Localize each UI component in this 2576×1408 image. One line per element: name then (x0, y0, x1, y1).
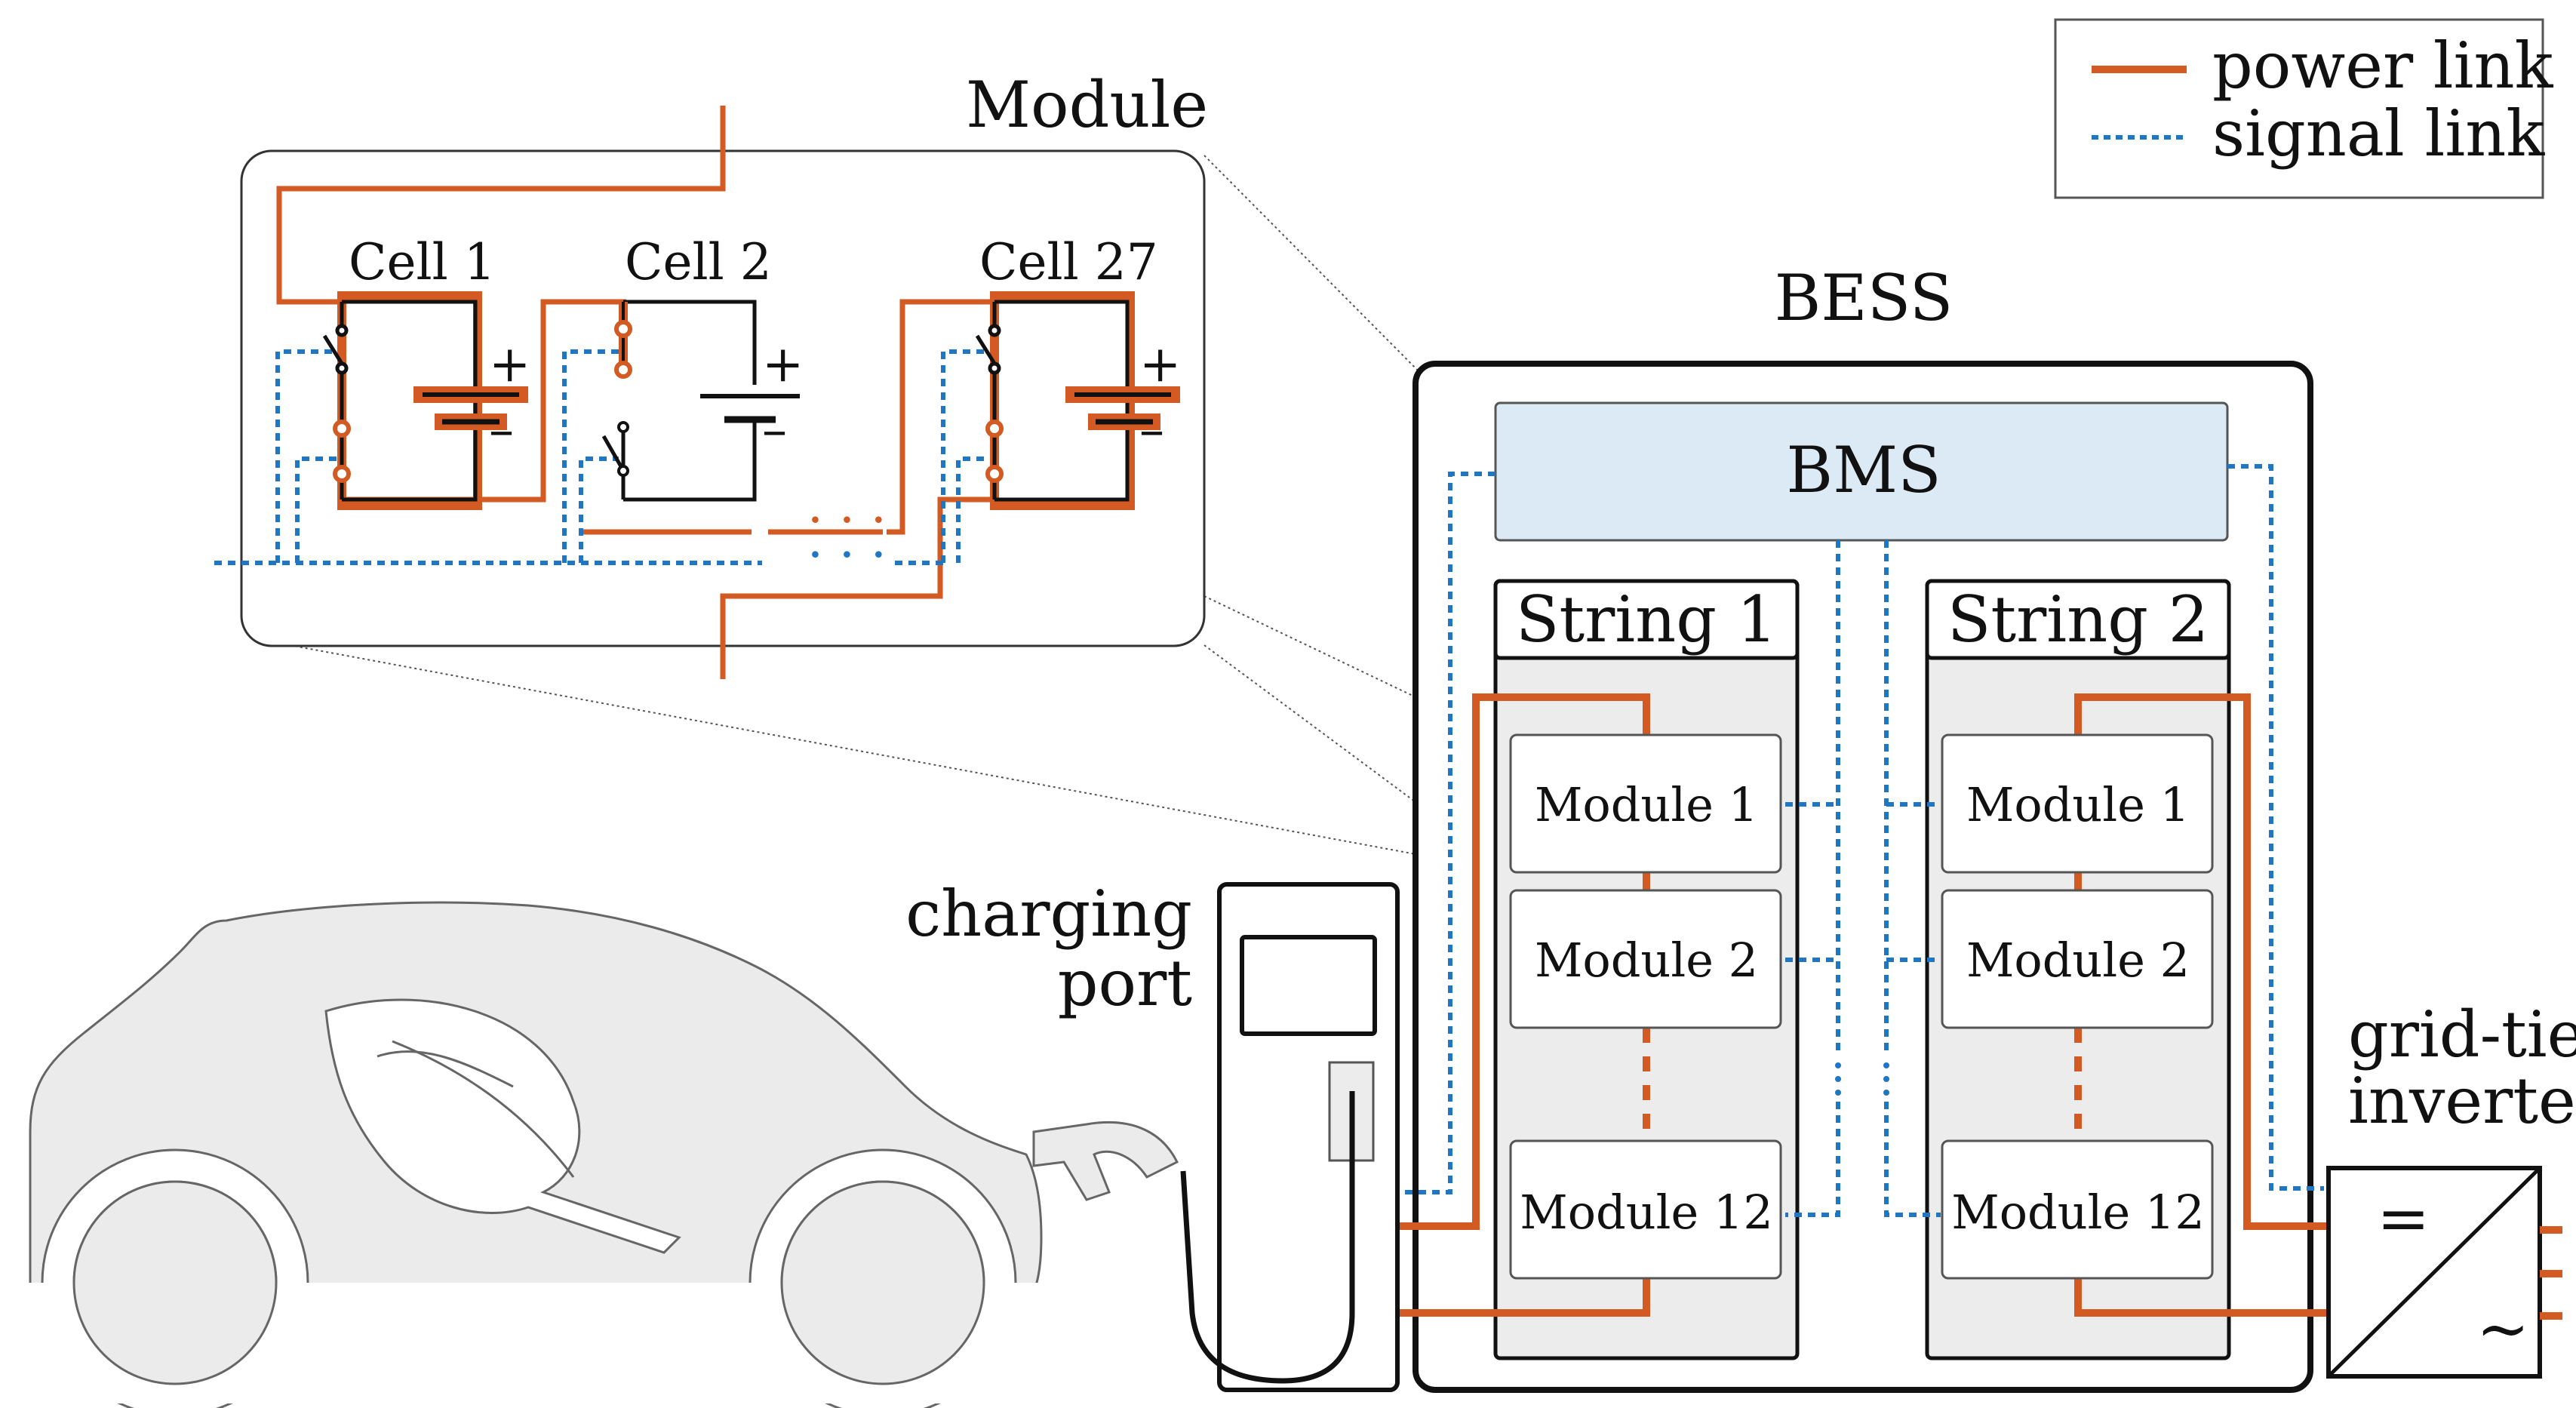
cell-27-plus: + (1139, 335, 1181, 393)
cell-27-minus: – (1139, 401, 1164, 459)
module-detail: Module Cell 1 (214, 68, 1781, 872)
bess: BESS BMS String 1 String 2 (1390, 261, 2329, 1393)
string-2-title: String 2 (1947, 583, 2209, 656)
bess-signal-links (1390, 464, 2324, 1217)
charging-port: charging port (905, 877, 1400, 1392)
bess-power-links (1396, 693, 2329, 1317)
cell-1-plus: + (489, 335, 530, 393)
car-icon (15, 901, 1179, 1408)
string-1-module-2: Module 2 (1535, 933, 1758, 988)
cell-27: Cell 27 + – (975, 233, 1181, 510)
inverter-dc-symbol: = (2377, 1182, 2430, 1256)
ellipsis-power: · · · (807, 491, 887, 549)
cell-1: Cell 1 + – (322, 233, 530, 510)
string-2-module-1: Module 1 (1966, 777, 2190, 832)
inverter-label-line2: inverter (2348, 1064, 2576, 1138)
legend-signal-label: signal link (2212, 97, 2545, 171)
cell-2-plus: + (762, 335, 804, 393)
bess-title: BESS (1775, 261, 1954, 335)
string-1-module-1: Module 1 (1535, 777, 1758, 832)
string-2-modules: Module 1 Module 2 Module 12 (1941, 733, 2214, 1280)
cell-2-minus: – (762, 401, 787, 459)
inverter-label-line1: grid-tie (2348, 998, 2576, 1071)
cell-2-label: Cell 2 (625, 233, 772, 291)
string-1-title: String 1 (1516, 583, 1777, 656)
string-2-module-2: Module 2 (1966, 933, 2190, 988)
cell-1-label: Cell 1 (349, 233, 496, 291)
legend-power-label: power link (2212, 29, 2554, 103)
inverter-ac-symbol: ~ (2476, 1292, 2529, 1366)
switch-icon (601, 302, 632, 500)
bms-label: BMS (1786, 433, 1941, 507)
charging-port-label-line2: port (1058, 946, 1192, 1020)
charger-icon (1180, 882, 1400, 1392)
string-2-module-12: Module 12 (1951, 1185, 2205, 1240)
legend: power link signal link (2054, 18, 2554, 199)
module-signal-bus (214, 349, 996, 565)
string-1-modules: Module 1 Module 2 Module 12 (1509, 733, 1782, 1280)
switch-icon (975, 302, 1004, 500)
string-1-module-12: Module 12 (1520, 1185, 1773, 1240)
ellipsis-signal: · · · (807, 526, 887, 584)
charging-port-label-line1: charging (905, 877, 1192, 951)
cell-1-minus: – (489, 401, 514, 459)
leaf-icon (324, 998, 681, 1254)
module-detail-title: Module (966, 68, 1208, 142)
battery-icon (623, 300, 800, 502)
cell-27-label: Cell 27 (979, 233, 1158, 291)
switch-icon (322, 302, 351, 500)
cell-2: Cell 2 + – (601, 233, 804, 502)
signal-ellipsis (1835, 1062, 1889, 1096)
inverter: grid-tie inverter = ~ (2326, 998, 2576, 1379)
plug-icon (1032, 1121, 1179, 1201)
